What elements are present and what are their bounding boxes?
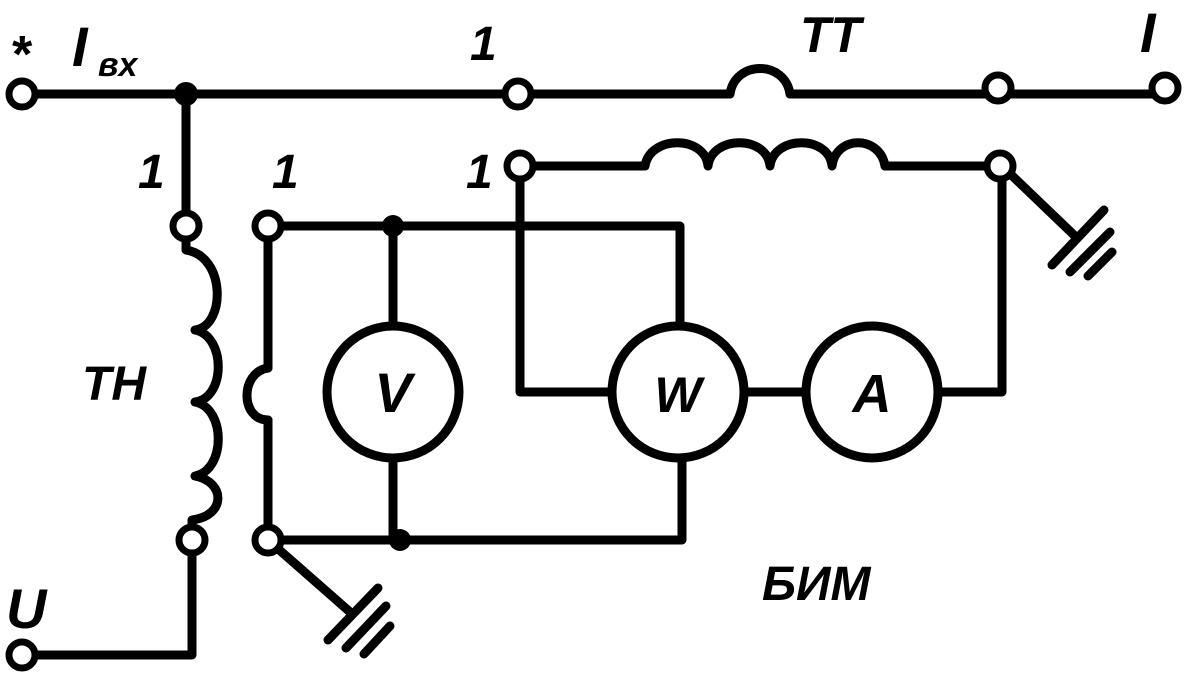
voltage-bus-top bbox=[263, 221, 685, 335]
ammeter-label: A bbox=[851, 364, 892, 424]
voltage-label: U bbox=[6, 577, 48, 640]
terminal-vt-primary-2 bbox=[175, 523, 209, 557]
vt-primary-coil bbox=[181, 221, 223, 545]
terminal-ct-secondary-2 bbox=[983, 149, 1017, 183]
wattmeter bbox=[607, 321, 749, 463]
voltmeter-label: V bbox=[374, 361, 416, 424]
vt-ground-wire bbox=[15, 535, 197, 660]
input-marker: * bbox=[10, 26, 33, 84]
ct-ground-symbol bbox=[1047, 205, 1117, 281]
input-current-subscript: вх bbox=[98, 46, 140, 84]
terminal-voltage-input bbox=[5, 638, 39, 672]
vt-secondary-coil bbox=[242, 363, 273, 425]
terminal-ct-primary-1 bbox=[501, 77, 535, 111]
polarity-mark-vt-secondary: 1 bbox=[272, 146, 299, 199]
voltage-bus-bottom bbox=[263, 455, 687, 545]
voltmeter bbox=[322, 321, 464, 463]
ct-label: ТТ bbox=[800, 7, 866, 63]
ct-secondary-left bbox=[515, 161, 613, 397]
terminal-vt-primary-1 bbox=[169, 209, 203, 243]
ct-secondary-return bbox=[935, 161, 1007, 397]
output-current-label: I bbox=[1140, 1, 1157, 64]
node-voltmeter-top bbox=[382, 215, 404, 237]
terminal-ct-primary-2 bbox=[981, 71, 1015, 105]
node-main-vt bbox=[174, 82, 198, 106]
vt-secondary-ground-lead bbox=[263, 535, 355, 617]
ammeter bbox=[801, 321, 943, 463]
terminal-input bbox=[5, 77, 39, 111]
terminal-ct-secondary-1 bbox=[503, 149, 537, 183]
device-label: БИМ bbox=[762, 558, 872, 611]
wattmeter-label: W bbox=[654, 367, 705, 423]
vt-label: ТН bbox=[82, 358, 147, 411]
terminal-vt-secondary-1 bbox=[251, 209, 285, 243]
terminal-output bbox=[1148, 71, 1182, 105]
polarity-mark-vt-primary: 1 bbox=[138, 146, 165, 199]
node-voltmeter-bottom bbox=[389, 529, 411, 551]
ct-secondary-coil bbox=[640, 138, 890, 171]
input-current-label: I bbox=[72, 15, 89, 78]
ct-ground-lead bbox=[997, 161, 1080, 241]
terminal-vt-secondary-2 bbox=[251, 523, 285, 557]
polarity-mark-ct-secondary: 1 bbox=[466, 146, 493, 199]
ct-primary-coil bbox=[725, 64, 795, 99]
vt-ground-symbol bbox=[323, 583, 395, 659]
polarity-mark-ct-primary: 1 bbox=[470, 18, 497, 71]
